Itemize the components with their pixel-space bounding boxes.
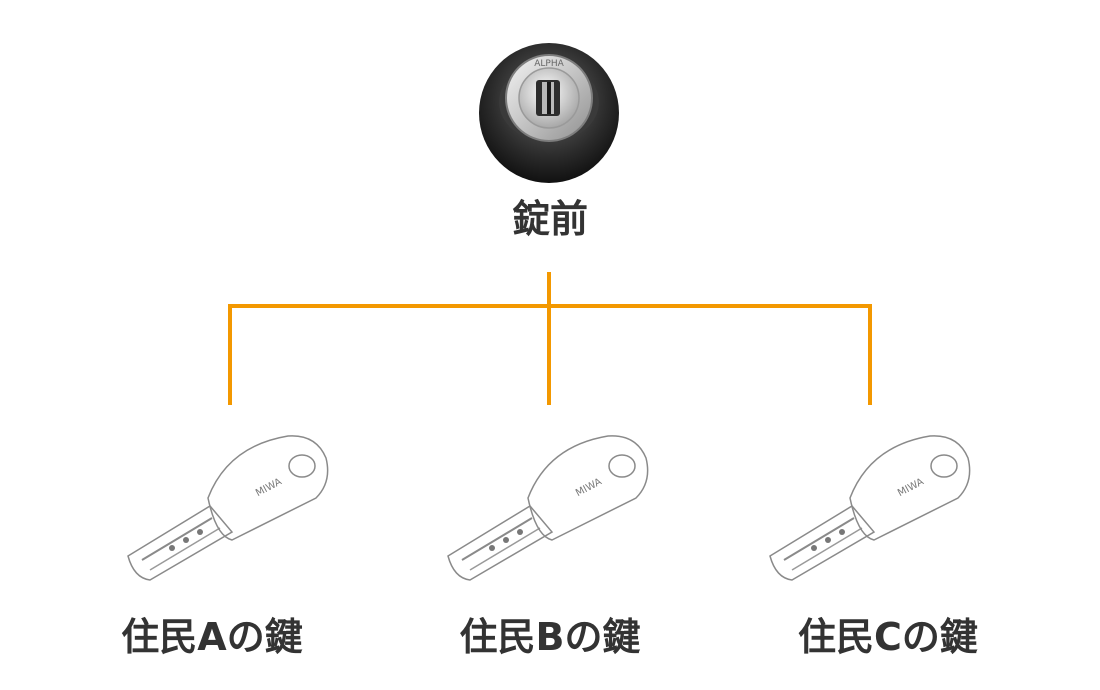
key-c-icon: [762, 428, 972, 588]
key-c-label: 住民Cの鍵: [798, 615, 978, 659]
key-a-label: 住民Aの鍵: [121, 615, 303, 659]
lock-cylinder-icon: ALPHA: [479, 43, 619, 183]
lock-brand-text: ALPHA: [534, 59, 564, 69]
lock-label: 錠前: [511, 197, 588, 241]
key-b-icon: [440, 428, 650, 588]
key-b-label: 住民Bの鍵: [459, 615, 641, 659]
key-a-icon: [120, 428, 330, 588]
